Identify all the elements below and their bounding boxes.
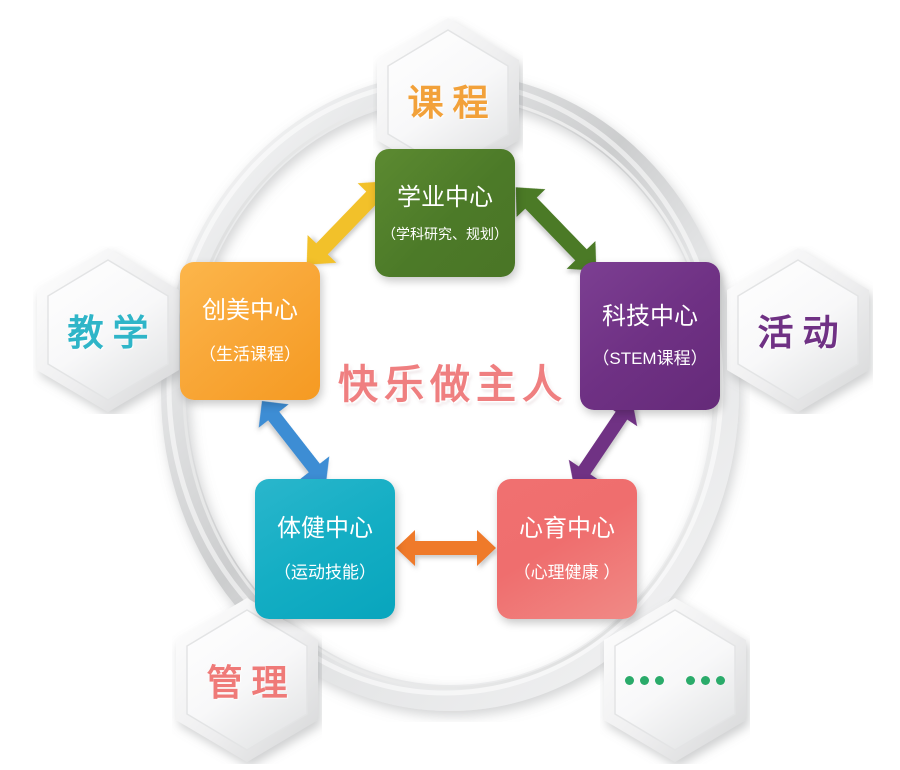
node-tech-center[interactable]: 科技中心 （STEM课程） (580, 262, 720, 410)
node-psych-subtitle: （心理健康 ） (513, 563, 621, 583)
node-sport-title: 体健中心 (277, 515, 373, 543)
node-psych-title: 心育中心 (519, 515, 615, 543)
node-tech-title: 科技中心 (602, 303, 698, 331)
node-sport-subtitle: （运动技能） (274, 563, 376, 583)
node-psych-center[interactable]: 心育中心 （心理健康 ） (497, 479, 637, 619)
green-dot-icon (716, 675, 725, 685)
green-dot-icon (625, 675, 634, 685)
node-academic-center[interactable]: 学业中心 （学科研究、规划） (375, 149, 515, 277)
hex-badge-teaching[interactable]: 教学 (33, 246, 183, 414)
center-slogan: 快乐做主人 (338, 361, 568, 408)
node-art-subtitle: （生活课程） (199, 345, 301, 365)
node-sport-center[interactable]: 体健中心 （运动技能） (255, 479, 395, 619)
node-art-title: 创美中心 (202, 297, 298, 325)
green-dot-icon (701, 675, 710, 685)
arrow-sport-psych (396, 530, 496, 566)
node-academic-title: 学业中心 (397, 184, 493, 212)
hex-label-activity: 活动 (757, 312, 848, 354)
green-dot-icon (655, 675, 664, 685)
hex-label-teaching: 教学 (67, 312, 158, 354)
node-academic-subtitle: （学科研究、规划） (382, 225, 508, 242)
node-art-center[interactable]: 创美中心 （生活课程） (180, 262, 320, 400)
hex-badge-dots[interactable] (600, 596, 750, 764)
dot-group-separator (670, 680, 680, 681)
hex-badge-activity[interactable]: 活动 (723, 246, 873, 414)
green-dot-icon (686, 675, 695, 685)
hex-badge-management[interactable]: 管理 (172, 596, 322, 764)
node-tech-subtitle: （STEM课程） (592, 349, 708, 369)
hex-label-curriculum: 课程 (407, 82, 498, 124)
hex-dot-group (600, 596, 750, 764)
hex-label-management: 管理 (206, 662, 297, 704)
green-dot-icon (640, 675, 649, 685)
hex-badge-curriculum[interactable]: 课程 (373, 16, 523, 184)
